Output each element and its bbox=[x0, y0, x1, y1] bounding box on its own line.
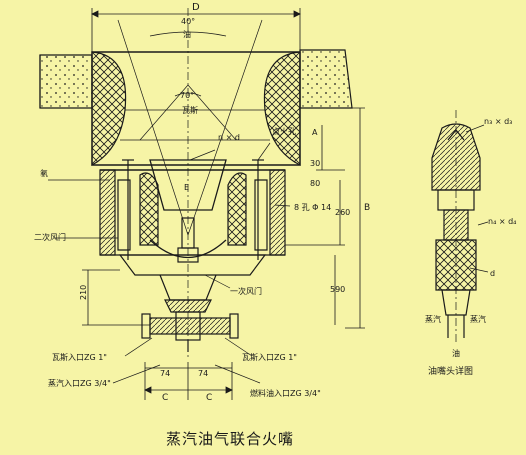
eight-holes-label: 8 孔 Φ 14 bbox=[294, 203, 331, 212]
leader-lines bbox=[48, 142, 291, 384]
dim-210-label: 210 bbox=[79, 285, 88, 300]
dim-74-left-label: 74 bbox=[160, 369, 170, 378]
n-d-label: n × d bbox=[218, 133, 240, 142]
burner-tile bbox=[91, 51, 301, 167]
dim-E-label: E bbox=[184, 183, 189, 192]
dim-D-label: D bbox=[192, 2, 200, 13]
dim-C-right-label: C bbox=[206, 393, 212, 403]
side-mark-label: 氡 bbox=[40, 168, 48, 178]
steam-right-detail-label: 蒸汽 bbox=[470, 314, 486, 324]
detail-title: 油嘴头详图 bbox=[428, 365, 473, 377]
ignition-hole-label: 点火孔 bbox=[272, 127, 296, 136]
dim-260-label: 260 bbox=[335, 208, 350, 217]
dim-A-label: A bbox=[312, 128, 318, 137]
dim-C-left-label: C bbox=[162, 393, 168, 403]
nozzle-detail bbox=[431, 110, 489, 345]
right-dimensions bbox=[82, 107, 365, 329]
primary-damper-label: 一次风门 bbox=[230, 286, 262, 296]
nozzle-manifold bbox=[141, 311, 239, 352]
n3-d3-label: n₃ × d₃ bbox=[484, 117, 512, 126]
fuel-inlet-label: 燃料油入口ZG 3/4" bbox=[250, 388, 321, 398]
furnace-wall-right bbox=[299, 49, 353, 109]
gas-inlet-left-label: 瓦斯入口ZG 1" bbox=[52, 352, 107, 362]
oil-bottom-detail-label: 油 bbox=[452, 348, 460, 358]
n4-d4-label: n₄ × d₄ bbox=[488, 217, 516, 226]
dim-74-right-label: 74 bbox=[198, 369, 208, 378]
dim-D bbox=[91, 8, 301, 52]
dim-B-label: B bbox=[364, 203, 370, 213]
lower-body bbox=[118, 217, 267, 313]
dim-30-label: 30 bbox=[310, 159, 320, 168]
dim-d-label: d bbox=[490, 269, 495, 278]
steam-inlet-label: 蒸汽入口ZG 3/4" bbox=[48, 378, 111, 388]
angle-40-label: 40° bbox=[181, 17, 195, 26]
dim-80-label: 80 bbox=[310, 179, 320, 188]
furnace-wall-left bbox=[39, 54, 93, 109]
drawing-title: 蒸汽油气联合火嘴 bbox=[165, 430, 294, 448]
wind-box bbox=[99, 159, 286, 260]
oil-top-label: 油 bbox=[183, 29, 191, 39]
secondary-damper-label: 二次风门 bbox=[34, 232, 66, 242]
gas-inlet-right-label: 瓦斯入口ZG 1" bbox=[242, 352, 297, 362]
bottom-dimensions bbox=[144, 362, 233, 400]
gas-top-label: 瓦斯 bbox=[182, 105, 198, 115]
angle-70-label: 70° bbox=[180, 91, 194, 100]
dim-590-label: 590 bbox=[330, 285, 345, 294]
steam-left-detail-label: 蒸汽 bbox=[425, 314, 441, 324]
